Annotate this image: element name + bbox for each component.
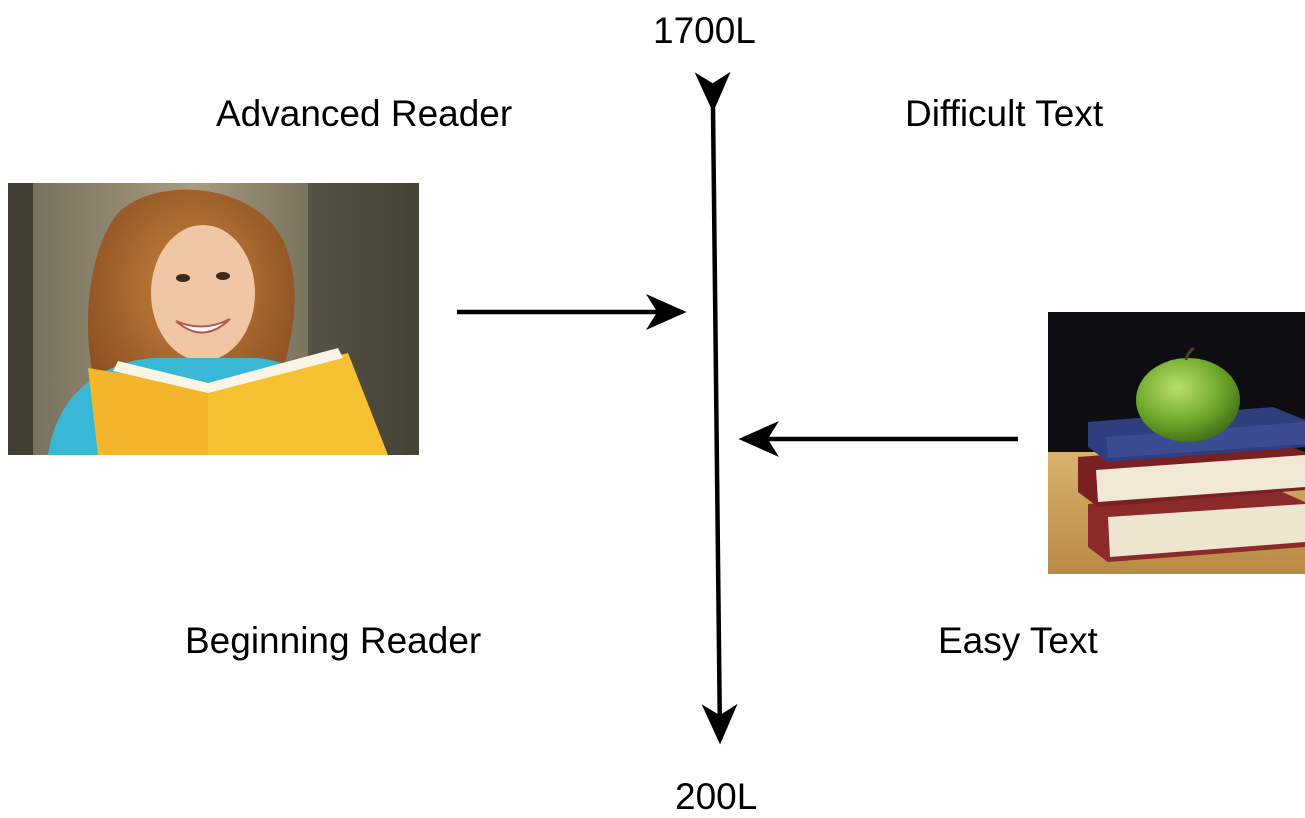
scale-top-label: 1700L: [653, 10, 756, 51]
scale-bottom-label: 200L: [675, 776, 758, 817]
books-with-apple-photo: [1048, 312, 1305, 574]
easy-text-label: Easy Text: [938, 620, 1098, 661]
difficult-text-label: Difficult Text: [905, 93, 1104, 134]
beginning-reader-label: Beginning Reader: [185, 620, 482, 661]
lexile-scale-arrow: [694, 71, 738, 745]
advanced-reader-label: Advanced Reader: [216, 93, 513, 134]
girl-reading-book-photo: [8, 183, 419, 455]
